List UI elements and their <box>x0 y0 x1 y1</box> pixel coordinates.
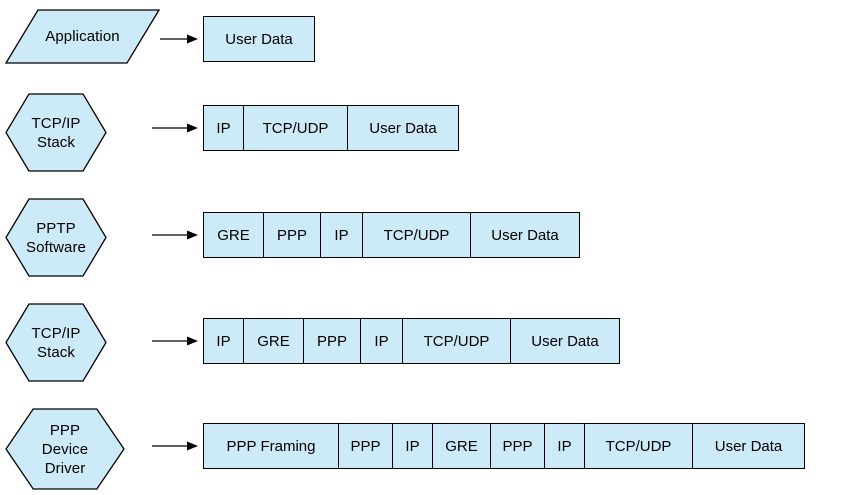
stage-label: PPP Device Driver <box>41 421 89 477</box>
stage-label: TCP/IP Stack <box>31 114 81 151</box>
packet-cell[interactable]: User Data <box>471 213 579 257</box>
packet-cell[interactable]: GRE <box>244 319 304 363</box>
packet-cell[interactable]: PPP <box>264 213 321 257</box>
packet-cell[interactable]: User Data <box>204 17 314 61</box>
packet-cell[interactable]: PPP <box>339 424 393 468</box>
hexagon-shape <box>5 198 107 277</box>
hexagon-shape <box>5 93 107 172</box>
packet-cell[interactable]: TCP/UDP <box>363 213 471 257</box>
packet-cell[interactable]: IP <box>204 106 244 150</box>
packet-cell[interactable]: IP <box>545 424 585 468</box>
hexagon-shape <box>5 303 107 382</box>
packet-strip: User Data <box>203 16 315 62</box>
packet-cell[interactable]: IP <box>393 424 433 468</box>
packet-cell[interactable]: IP <box>361 319 403 363</box>
packet-cell[interactable]: TCP/UDP <box>244 106 348 150</box>
stage-hexagon[interactable]: PPTP Software <box>5 198 107 277</box>
stage-label: PPTP Software <box>26 219 86 256</box>
packet-cell[interactable]: User Data <box>693 424 804 468</box>
packet-cell[interactable]: PPP <box>491 424 545 468</box>
arrow-right-icon <box>152 335 198 347</box>
packet-cell[interactable]: PPP <box>304 319 361 363</box>
stage-hexagon[interactable]: TCP/IP Stack <box>5 93 107 172</box>
packet-cell[interactable]: IP <box>321 213 363 257</box>
stage-hexagon[interactable]: PPP Device Driver <box>5 408 125 490</box>
packet-cell[interactable]: IP <box>204 319 244 363</box>
packet-cell[interactable]: GRE <box>433 424 491 468</box>
hexagon-shape <box>5 408 125 490</box>
stage-label: Application <box>45 28 120 45</box>
stage-parallelogram[interactable]: Application <box>4 9 161 64</box>
stage-label: TCP/IP Stack <box>31 324 81 361</box>
arrow-right-icon <box>152 229 198 241</box>
packet-cell[interactable]: User Data <box>511 319 619 363</box>
arrow-right-icon <box>160 33 198 45</box>
stage-hexagon[interactable]: TCP/IP Stack <box>5 303 107 382</box>
packet-cell[interactable]: TCP/UDP <box>403 319 511 363</box>
packet-cell[interactable]: TCP/UDP <box>585 424 693 468</box>
parallelogram-shape <box>4 9 161 64</box>
packet-cell[interactable]: GRE <box>204 213 264 257</box>
packet-cell[interactable]: User Data <box>348 106 458 150</box>
arrow-right-icon <box>152 122 198 134</box>
arrow-right-icon <box>152 440 198 452</box>
packet-cell[interactable]: PPP Framing <box>204 424 339 468</box>
